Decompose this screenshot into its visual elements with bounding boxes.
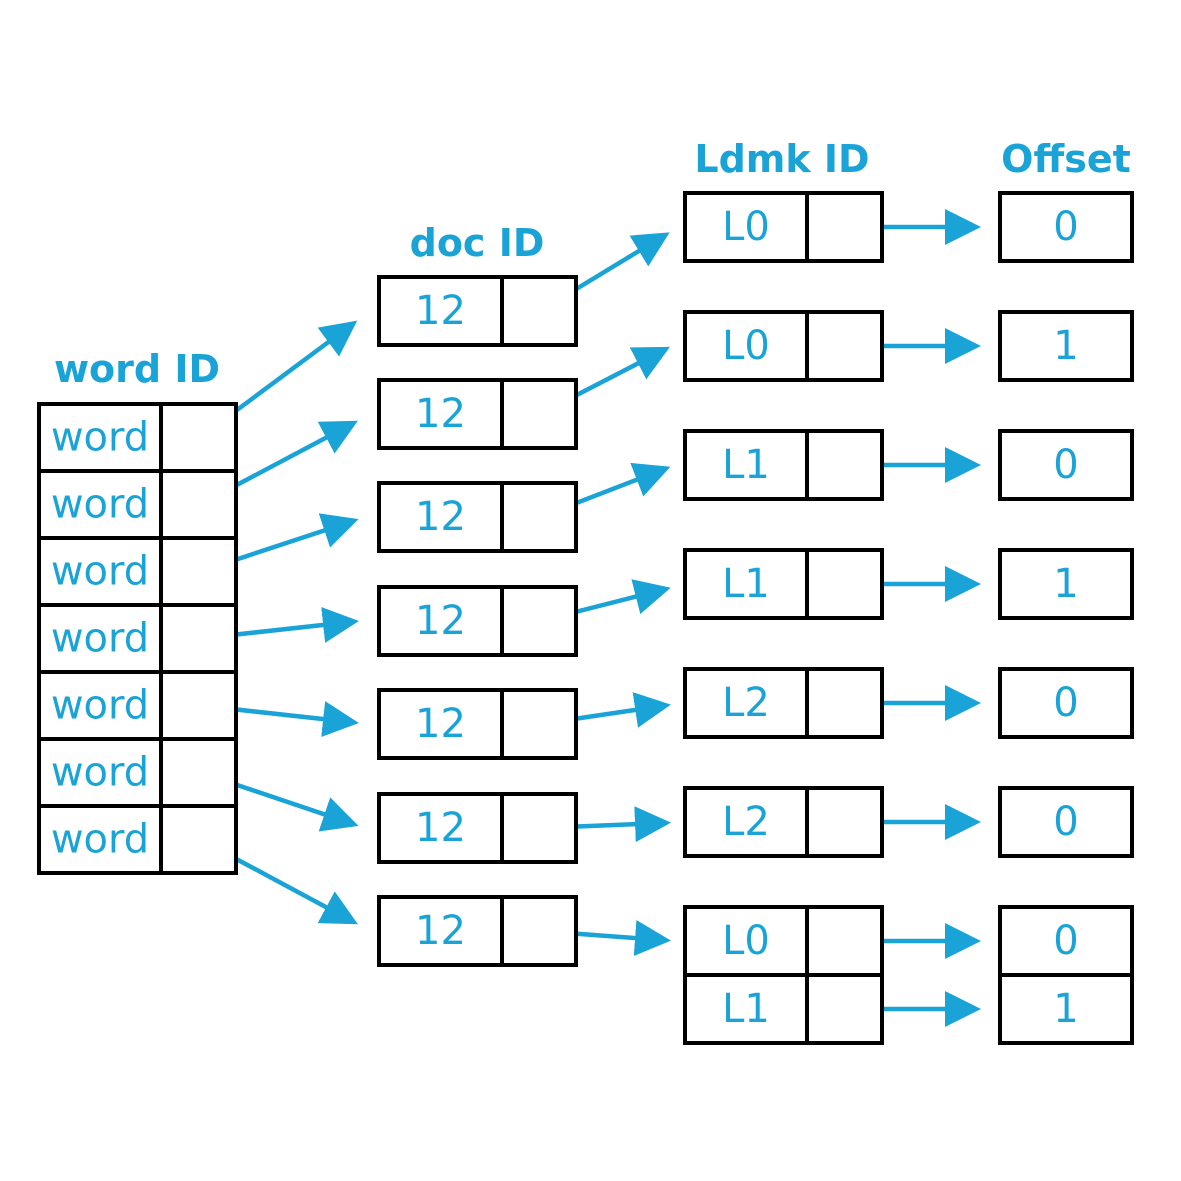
ldmk-id-box xyxy=(683,191,884,263)
offset-label: 0 xyxy=(1053,799,1078,845)
ldmk-id-label: L1 xyxy=(722,442,770,488)
offset-box xyxy=(998,667,1134,739)
word-label: word xyxy=(51,683,149,729)
offset-header: Offset xyxy=(1001,137,1131,181)
offset-column: 0 1 0 1 0 0 0 1 xyxy=(998,191,1134,1045)
doc-id-box xyxy=(377,895,578,967)
ldmk-id-box xyxy=(683,548,884,620)
word-label: word xyxy=(51,750,149,796)
ldmk-id-box xyxy=(683,310,884,382)
ldmk-id-box xyxy=(683,786,884,858)
offset-box xyxy=(998,786,1134,858)
offset-label: 1 xyxy=(1053,986,1078,1032)
word-label: word xyxy=(51,817,149,863)
word-label: word xyxy=(51,616,149,662)
offset-label: 0 xyxy=(1053,204,1078,250)
ldmk-id-label: L0 xyxy=(722,204,770,250)
doc-id-column: 12 12 12 12 12 12 12 xyxy=(377,275,578,967)
doc-id-box xyxy=(377,585,578,657)
ldmk-id-label: L0 xyxy=(722,323,770,369)
doc-id-box xyxy=(377,481,578,553)
ldmk-id-label: L1 xyxy=(722,561,770,607)
word-id-table xyxy=(37,402,238,875)
word-label: word xyxy=(51,549,149,595)
doc-id-box xyxy=(377,275,578,347)
doc-id-label: 12 xyxy=(415,598,466,644)
offset-box xyxy=(998,310,1134,382)
ldmk-id-label: L2 xyxy=(722,680,770,726)
ldmk-id-header: Ldmk ID xyxy=(694,137,869,181)
ldmk-id-label: L0 xyxy=(722,918,770,964)
doc-id-label: 12 xyxy=(415,494,466,540)
offset-box xyxy=(998,548,1134,620)
offset-label: 0 xyxy=(1053,442,1078,488)
offset-box xyxy=(998,429,1134,501)
offset-label: 0 xyxy=(1053,918,1078,964)
word-id-header: word ID xyxy=(54,347,220,391)
doc-id-label: 12 xyxy=(415,908,466,954)
ldmk-id-box xyxy=(683,667,884,739)
offset-label: 1 xyxy=(1053,561,1078,607)
doc-id-label: 12 xyxy=(415,701,466,747)
ldmk-id-box xyxy=(683,429,884,501)
offset-label: 0 xyxy=(1053,680,1078,726)
ldmk-id-label: L1 xyxy=(722,986,770,1032)
doc-id-header: doc ID xyxy=(410,221,545,265)
doc-id-label: 12 xyxy=(415,805,466,851)
offset-label: 1 xyxy=(1053,323,1078,369)
doc-id-box xyxy=(377,792,578,864)
ldmk-id-label: L2 xyxy=(722,799,770,845)
doc-id-box xyxy=(377,688,578,760)
doc-id-label: 12 xyxy=(415,391,466,437)
word-id-column: word word word word word word word xyxy=(37,402,238,875)
doc-id-box xyxy=(377,378,578,450)
doc-id-label: 12 xyxy=(415,288,466,334)
word-label: word xyxy=(51,415,149,461)
word-label: word xyxy=(51,482,149,528)
offset-box xyxy=(998,191,1134,263)
